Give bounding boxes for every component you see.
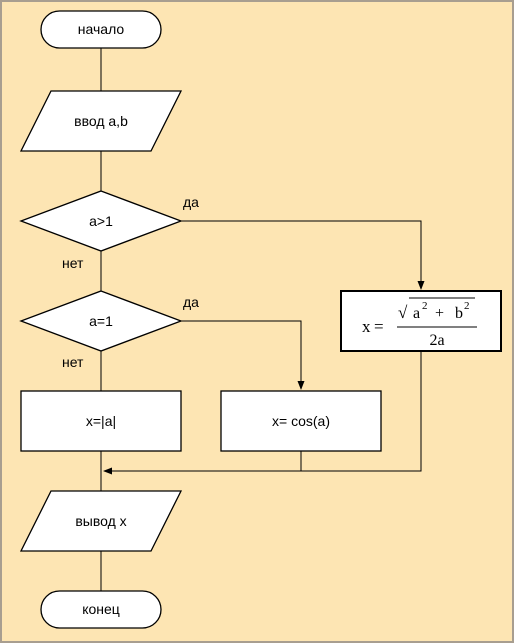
formula-b: b bbox=[455, 305, 463, 322]
formula-a: a bbox=[413, 305, 420, 322]
process-abs-label: x=|a| bbox=[86, 413, 116, 429]
connector-cond2-yes bbox=[181, 320, 305, 390]
formula-b-exp: 2 bbox=[464, 300, 470, 312]
connector-formula-merge bbox=[103, 351, 422, 475]
start-label: начало bbox=[78, 21, 125, 37]
condition-a-gt-1: a>1 bbox=[19, 190, 183, 252]
process-cos: x= cos(a) bbox=[220, 390, 382, 452]
input-label: ввод a,b bbox=[74, 113, 128, 129]
end-label: конец bbox=[82, 601, 120, 617]
cond2-yes-label: да bbox=[183, 294, 199, 310]
formula-sqrt-symbol: √ bbox=[398, 303, 408, 322]
condition-a-eq-1: a=1 bbox=[19, 290, 183, 352]
formula-equals: = bbox=[374, 317, 384, 336]
process-abs: x=|a| bbox=[20, 390, 182, 452]
cond2-no-label: нет bbox=[62, 354, 84, 370]
end-terminator: конец bbox=[40, 590, 162, 629]
connectors bbox=[100, 48, 425, 591]
formula-a-exp: 2 bbox=[422, 300, 428, 312]
process-cos-label: x= cos(a) bbox=[272, 413, 330, 429]
formula-denominator: 2a bbox=[429, 332, 444, 349]
output-label: вывод x bbox=[75, 513, 126, 529]
output-block: вывод x bbox=[19, 490, 183, 552]
cond1-no-label: нет bbox=[62, 255, 84, 271]
process-formula: x = √ a 2 + b 2 2a bbox=[340, 290, 502, 352]
formula-lhs: x bbox=[362, 317, 371, 336]
start-terminator: начало bbox=[40, 10, 162, 49]
connector-cond1-yes bbox=[181, 220, 425, 290]
formula-plus: + bbox=[435, 305, 444, 322]
cond1-yes-label: да bbox=[183, 194, 199, 210]
input-block: ввод a,b bbox=[19, 90, 183, 152]
condition-a-eq-1-label: a=1 bbox=[89, 313, 113, 329]
condition-a-gt-1-label: a>1 bbox=[89, 213, 113, 229]
